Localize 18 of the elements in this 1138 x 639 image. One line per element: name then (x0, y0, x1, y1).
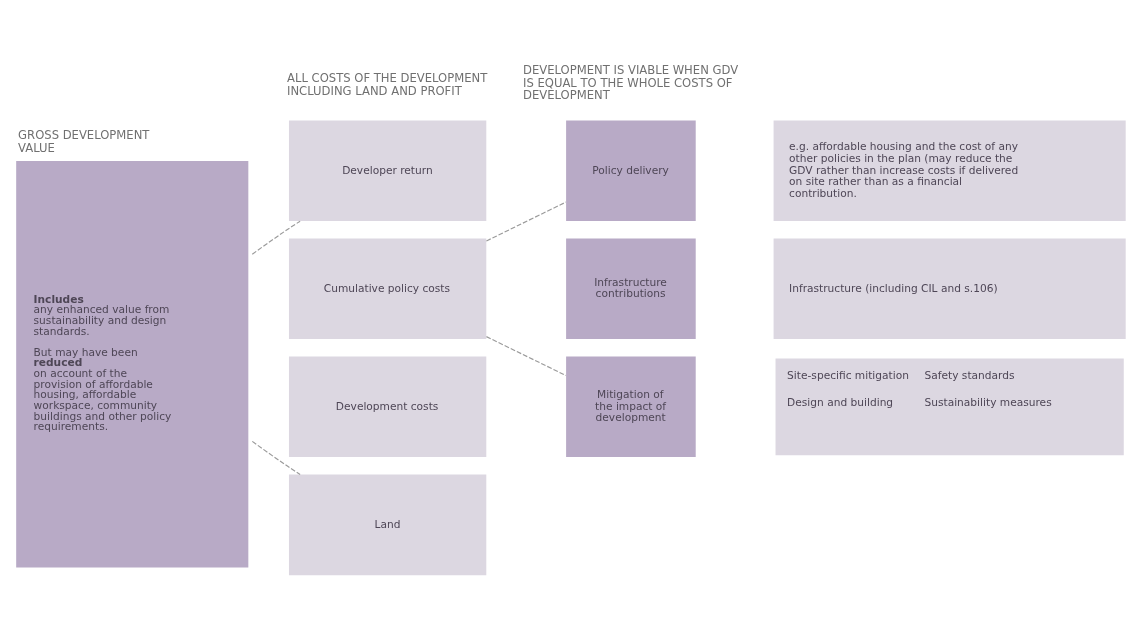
node-box: Development costs (288, 356, 487, 457)
node-box: Includes any enhanced value from sustainability and design standards. But may have been reduced on account of the provision of affordable housing, affordable workspace, community buildings and other policy requirements. (16, 160, 249, 567)
node-label: GROSS DEVELOPMENT VALUE (18, 127, 150, 155)
connector (251, 440, 301, 475)
node-box: Site-specific mitigation Safety standards Design and building Sustainability measures (775, 357, 1124, 455)
node-box: Mitigation of the impact of development (566, 356, 696, 457)
label: DEVELOPMENT IS VIABLE WHEN GDV IS EQUAL TO THE WHOLE COSTS OF DEVELOPMENT (523, 62, 739, 102)
node-box: e.g. affordable housing and the cost of any other policies in the plan (may reduce the GDV rather than increase costs if delivered on site rather than as a financial contribution. (773, 120, 1126, 221)
connector (251, 220, 301, 255)
node-box: Infrastructure contributions (566, 238, 696, 339)
node-box: Land (288, 474, 487, 575)
connector (485, 201, 567, 242)
node-box: Developer return (288, 120, 487, 221)
node-box: Infrastructure (including CIL and s.106) (773, 238, 1126, 339)
node-box: Policy delivery (566, 120, 696, 221)
label: ALL COSTS OF THE DEVELOPMENT INCLUDING LAND AND PROFIT (287, 70, 488, 98)
connector (485, 335, 567, 376)
node-box: Cumulative policy costs (288, 238, 487, 339)
